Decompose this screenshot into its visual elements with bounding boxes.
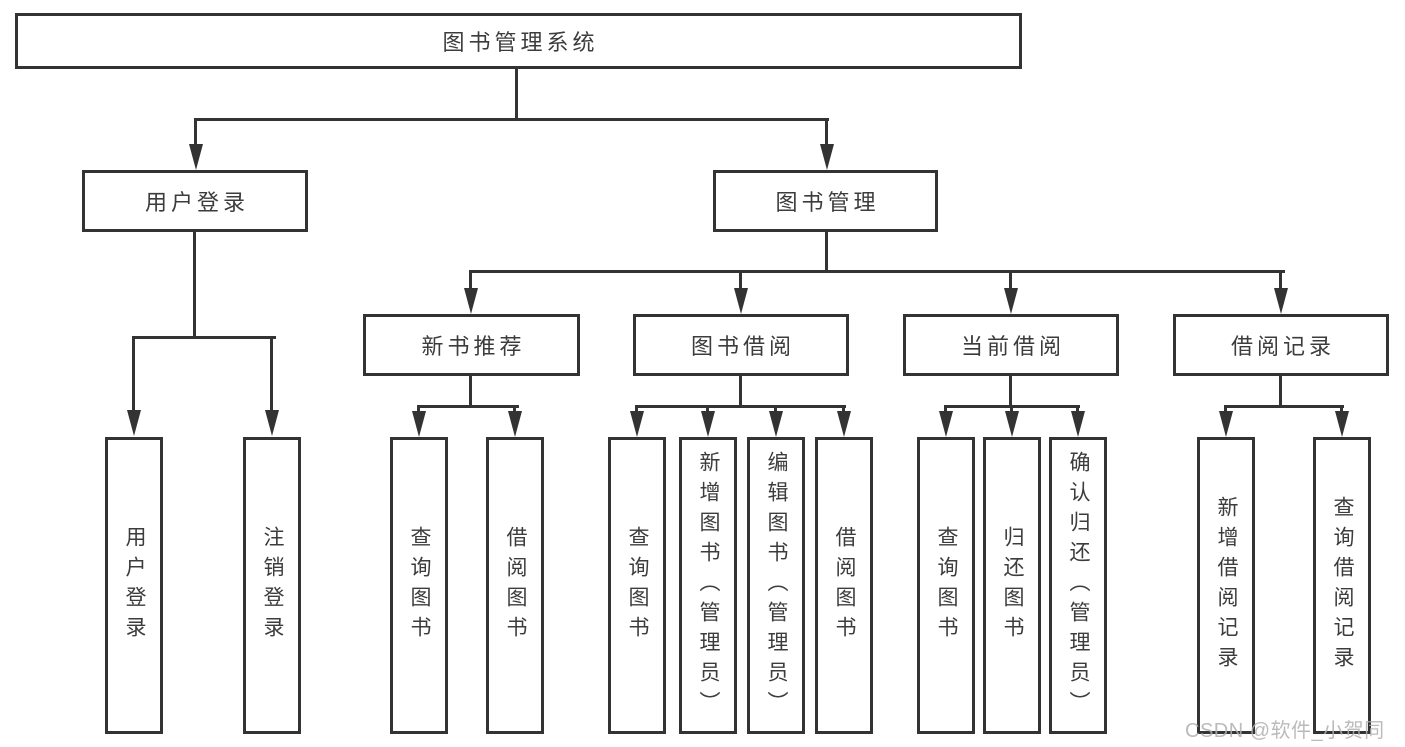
node-book-borrow: 图书借阅 <box>633 314 849 376</box>
connector-root-split <box>194 118 829 121</box>
leaf-nbr-borrow-book: 借阅图书 <box>486 437 544 734</box>
leaf-cb-return-book-label: 归还图书 <box>1001 525 1024 646</box>
leaf-bb-add-book-label: 新增图书（管理员） <box>697 450 720 721</box>
connector-stem-current-borrow <box>1009 270 1012 288</box>
connector-stem <box>1076 405 1079 413</box>
connector-borrow-records-split <box>1224 405 1344 408</box>
connector-root-stub <box>515 69 518 118</box>
arrowhead-down <box>1005 411 1019 437</box>
connector-stem <box>513 405 516 413</box>
connector-stem <box>842 405 845 413</box>
connector-stem <box>706 405 709 413</box>
connector-stem-user-login <box>194 118 197 144</box>
node-current-borrow: 当前借阅 <box>903 314 1119 376</box>
arrowhead-down <box>630 411 644 437</box>
connector-stem <box>635 405 638 413</box>
connector-new-book-rec-split <box>417 405 519 408</box>
arrowhead-down <box>769 411 783 437</box>
leaf-bb-add-book: 新增图书（管理员） <box>679 437 737 734</box>
leaf-bb-edit-book-label: 编辑图书（管理员） <box>765 450 788 721</box>
leaf-bb-borrow-book-label: 借阅图书 <box>833 525 856 646</box>
leaf-nbr-borrow-book-label: 借阅图书 <box>504 525 527 646</box>
leaf-br-query-record: 查询借阅记录 <box>1313 437 1371 734</box>
leaf-bb-edit-book: 编辑图书（管理员） <box>747 437 805 734</box>
leaf-nbr-query-book: 查询图书 <box>390 437 448 734</box>
connector-stem <box>1224 405 1227 413</box>
node-root: 图书管理系统 <box>15 13 1022 69</box>
leaf-bb-query-book-label: 查询图书 <box>626 525 649 646</box>
leaf-cb-confirm-return: 确认归还（管理员） <box>1049 437 1107 734</box>
arrowhead-down <box>265 410 279 436</box>
connector-current-borrow-stub <box>1009 376 1012 405</box>
connector-user-login-split <box>132 336 276 339</box>
node-book-mgmt: 图书管理 <box>713 170 938 232</box>
connector-new-book-rec-stub <box>469 376 472 405</box>
node-root-label: 图书管理系统 <box>442 30 599 55</box>
arrowhead-down <box>701 411 715 437</box>
connector-stem <box>1010 405 1013 413</box>
connector-stem <box>944 405 947 413</box>
node-borrow-records: 借阅记录 <box>1173 314 1389 376</box>
leaf-br-add-record-label: 新增借阅记录 <box>1215 495 1238 676</box>
connector-stem-leaf-user-login <box>132 336 135 410</box>
leaf-br-add-record: 新增借阅记录 <box>1197 437 1255 734</box>
leaf-bb-borrow-book: 借阅图书 <box>815 437 873 734</box>
node-current-borrow-label: 当前借阅 <box>960 334 1065 359</box>
connector-book-mgmt-stub <box>825 232 828 270</box>
connector-stem-new-book-rec <box>469 270 472 288</box>
connector-book-mgmt-split <box>469 270 1285 273</box>
connector-stem <box>774 405 777 413</box>
leaf-user-login-label: 用户登录 <box>123 525 146 646</box>
node-user-login: 用户登录 <box>82 170 308 232</box>
connector-stem-leaf-logout <box>270 336 273 410</box>
arrowhead-down <box>734 288 748 314</box>
connector-user-login-stub <box>193 232 196 336</box>
node-book-mgmt-label: 图书管理 <box>775 190 880 215</box>
arrowhead-down <box>939 411 953 437</box>
leaf-nbr-query-book-label: 查询图书 <box>408 525 431 646</box>
connector-stem-book-borrow <box>739 270 742 288</box>
leaf-bb-query-book: 查询图书 <box>608 437 666 734</box>
csdn-watermark: CSDN @软件_小贺同学 <box>1185 720 1385 742</box>
node-borrow-records-label: 借阅记录 <box>1230 334 1335 359</box>
arrowhead-down <box>1071 411 1085 437</box>
arrowhead-down <box>508 411 522 437</box>
leaf-cb-confirm-return-label: 确认归还（管理员） <box>1067 450 1090 721</box>
leaf-br-query-record-label: 查询借阅记录 <box>1331 495 1354 676</box>
arrowhead-down <box>837 411 851 437</box>
connector-stem-book-mgmt <box>825 118 828 144</box>
arrowhead-down <box>1219 411 1233 437</box>
connector-borrow-records-stub <box>1279 376 1282 405</box>
leaf-logout: 注销登录 <box>243 437 301 734</box>
node-new-book-rec: 新书推荐 <box>363 314 580 376</box>
connector-book-borrow-stub <box>739 376 742 405</box>
arrowhead-down <box>1274 288 1288 314</box>
arrowhead-down <box>1335 411 1349 437</box>
arrowhead-down <box>412 411 426 437</box>
leaf-logout-label: 注销登录 <box>261 525 284 646</box>
connector-book-borrow-split <box>635 405 846 408</box>
node-book-borrow-label: 图书借阅 <box>690 334 795 359</box>
node-new-book-rec-label: 新书推荐 <box>421 334 526 359</box>
leaf-cb-return-book: 归还图书 <box>983 437 1041 734</box>
arrowhead-down <box>189 144 203 170</box>
arrowhead-down <box>464 288 478 314</box>
connector-stem-borrow-records <box>1279 270 1282 288</box>
arrowhead-down <box>820 144 834 170</box>
leaf-cb-query-book-label: 查询图书 <box>935 525 958 646</box>
arrowhead-down <box>127 410 141 436</box>
connector-stem <box>1340 405 1343 413</box>
leaf-cb-query-book: 查询图书 <box>917 437 975 734</box>
leaf-user-login: 用户登录 <box>105 437 163 734</box>
arrowhead-down <box>1004 288 1018 314</box>
node-user-login-label: 用户登录 <box>144 190 249 215</box>
connector-stem <box>417 405 420 413</box>
